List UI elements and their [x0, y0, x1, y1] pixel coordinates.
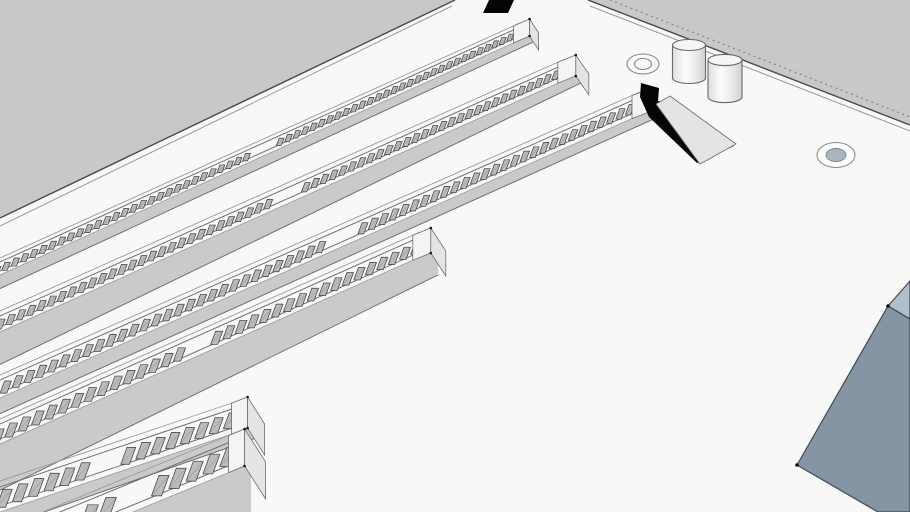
- mounting-ring-inner: [633, 57, 653, 71]
- capacitor-1-top: [671, 38, 707, 52]
- vertex-dot: [795, 463, 799, 467]
- cutout-slot-1-end: [483, 0, 514, 13]
- slot-1-end-cap: [513, 17, 539, 52]
- slot-4-end-cap: [412, 226, 447, 278]
- expansion-slot-5: [0, 395, 266, 512]
- slot-4-contact-fingers: [0, 241, 423, 442]
- slot-2-contact-fingers: [0, 70, 561, 330]
- expansion-slot-1: [0, 17, 539, 290]
- slot-3-end-face: [655, 95, 737, 165]
- slot-1-contact-fingers: [0, 33, 515, 271]
- slot-5-end-cap: [231, 395, 266, 457]
- solder-pad: [816, 141, 856, 169]
- vertex-dot: [886, 304, 890, 308]
- mounting-ring: [626, 53, 660, 75]
- component-box: [795, 280, 910, 512]
- slot-3-contact-fingers: [0, 104, 636, 394]
- mounting-ring-outer: [626, 53, 660, 75]
- capacitor-2-top: [707, 53, 743, 67]
- ground-plane-left: [0, 0, 456, 227]
- expansion-slot-4: [0, 226, 447, 491]
- expansion-slot-3: [0, 87, 661, 415]
- capacitor-2-body: [707, 59, 743, 104]
- capacitor-1-body: [671, 44, 707, 85]
- slot-2-end-cap: [557, 53, 590, 97]
- expansion-slot-2: [0, 53, 590, 366]
- capacitor-2: [707, 53, 743, 104]
- capacitor-1: [671, 38, 707, 85]
- expansion-slot-6: [41, 427, 267, 512]
- slot-6-end-cap: [228, 427, 267, 501]
- slot-5-contact-fingers: [0, 412, 238, 508]
- ground-plane-right: [587, 0, 910, 132]
